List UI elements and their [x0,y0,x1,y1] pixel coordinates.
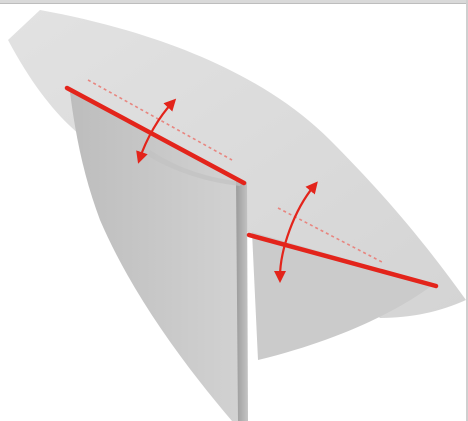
vertical-fin [236,178,248,421]
